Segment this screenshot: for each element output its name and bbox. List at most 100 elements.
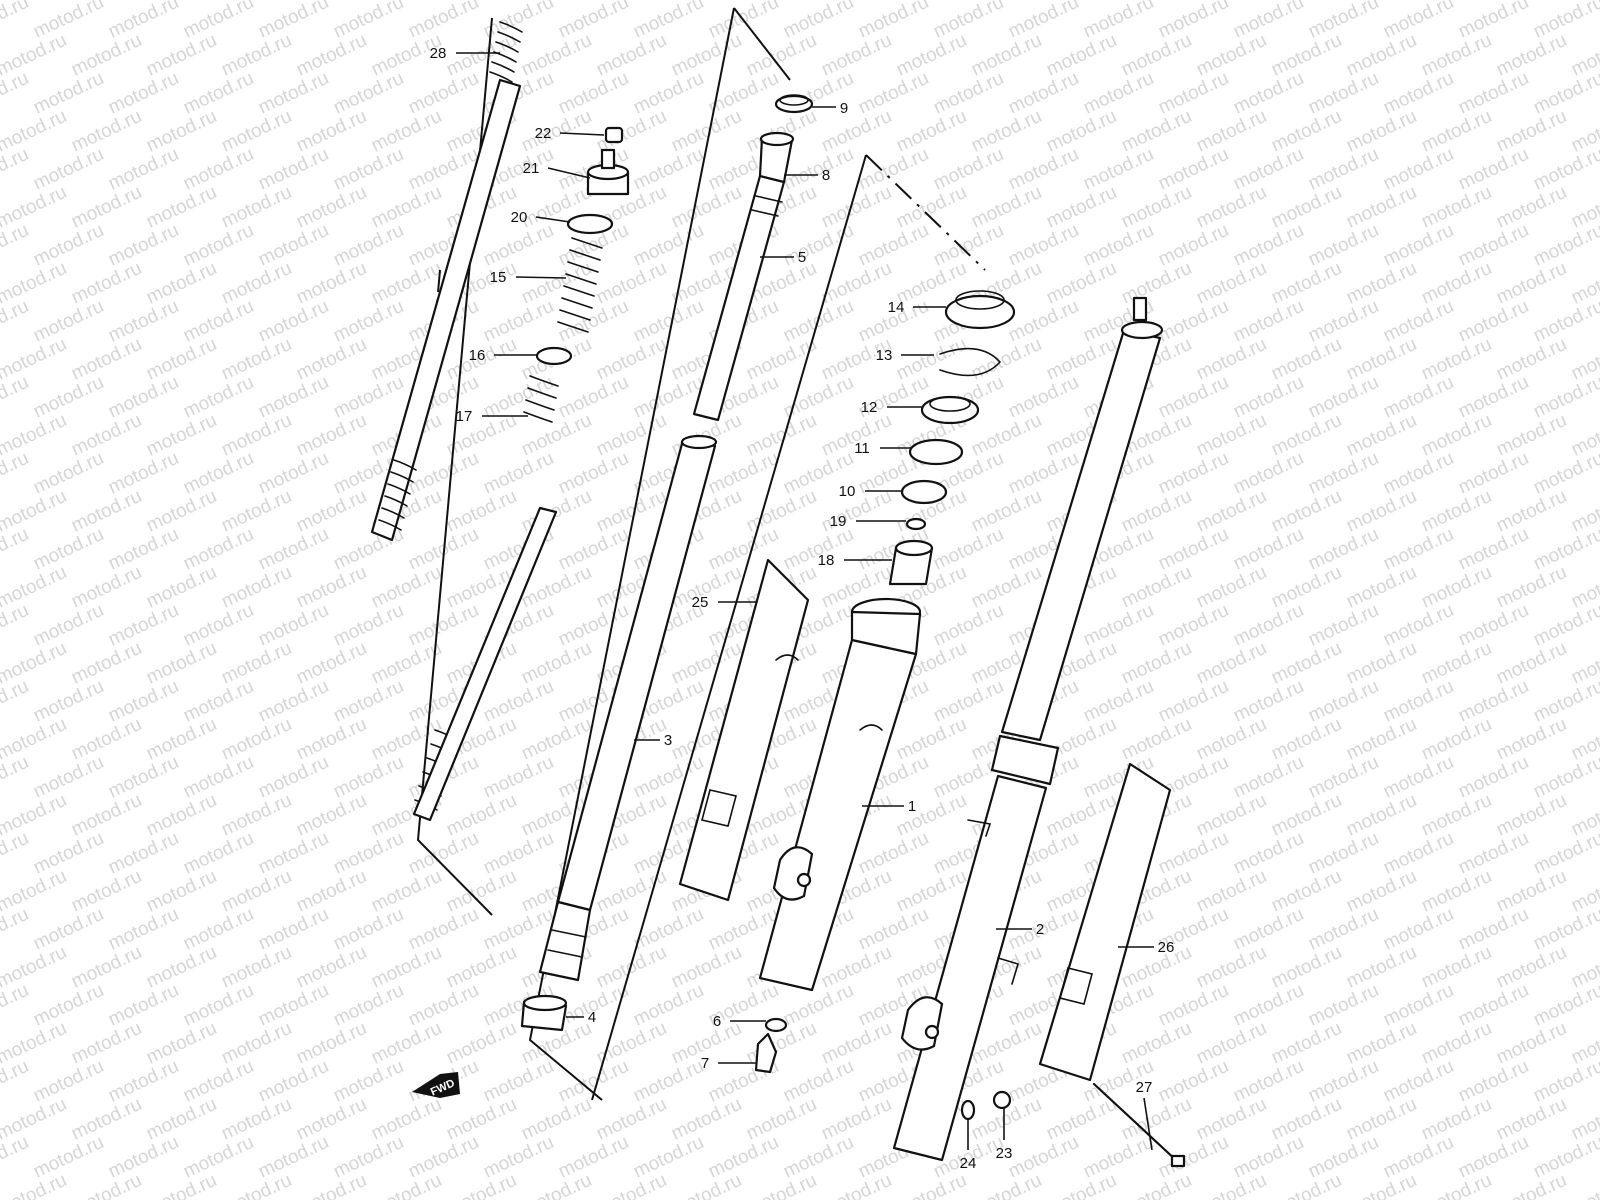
watermark-text: motod.ru [593, 410, 670, 461]
watermark-text: motod.ru [668, 30, 745, 81]
watermark-text: motod.ru [1343, 182, 1420, 233]
watermark-text: motod.ru [1268, 30, 1345, 81]
watermark-text: motod.ru [105, 828, 182, 879]
watermark-text: motod.ru [1005, 296, 1082, 347]
watermark-text: motod.ru [855, 68, 932, 119]
watermark-text: motod.ru [105, 144, 182, 195]
watermark-text: motod.ru [1230, 448, 1307, 499]
watermark-text: motod.ru [1193, 1094, 1270, 1145]
watermark-text: motod.ru [555, 296, 632, 347]
watermark-text: motod.ru [1118, 258, 1195, 309]
callout-leader-line [515, 276, 567, 279]
watermark-text: motod.ru [255, 1056, 332, 1107]
watermark-text: motod.ru [405, 904, 482, 955]
watermark-text: motod.ru [780, 0, 857, 43]
watermark-text: motod.ru [330, 68, 407, 119]
watermark-text: motod.ru [1380, 980, 1457, 1031]
watermark-text: motod.ru [1193, 638, 1270, 689]
watermark-text: motod.ru [1418, 334, 1495, 385]
watermark-text: motod.ru [1343, 942, 1420, 993]
watermark-text: motod.ru [30, 448, 107, 499]
watermark-text: motod.ru [68, 866, 145, 917]
watermark-text: motod.ru [105, 600, 182, 651]
watermark-text: motod.ru [105, 904, 182, 955]
watermark-text: motod.ru [1418, 182, 1495, 233]
watermark-text: motod.ru [1343, 486, 1420, 537]
watermark-text: motod.ru [180, 372, 257, 423]
watermark-text: motod.ru [143, 30, 220, 81]
watermark-text: motod.ru [1493, 714, 1570, 765]
watermark-text: motod.ru [330, 600, 407, 651]
watermark-text: motod.ru [480, 1056, 557, 1107]
watermark-text: motod.ru [180, 600, 257, 651]
watermark-text: motod.ru [1193, 106, 1270, 157]
watermark-text: motod.ru [1455, 68, 1532, 119]
callout-number: 5 [798, 249, 806, 266]
watermark-text: motod.ru [1118, 638, 1195, 689]
callout-18: 18 [818, 552, 892, 569]
watermark-text: motod.ru [1230, 980, 1307, 1031]
watermark-text: motod.ru [1455, 980, 1532, 1031]
watermark-text: motod.ru [330, 220, 407, 271]
watermark-text: motod.ru [1380, 220, 1457, 271]
watermark-text: motod.ru [1193, 334, 1270, 385]
watermark-text: motod.ru [1268, 106, 1345, 157]
watermark-text: motod.ru [855, 0, 932, 43]
watermark-text: motod.ru [1268, 942, 1345, 993]
watermark-text: motod.ru [480, 1132, 557, 1183]
watermark-text: motod.ru [1493, 1094, 1570, 1145]
watermark-text: motod.ru [518, 1094, 595, 1145]
callout-16: 16 [469, 347, 538, 364]
watermark-text: motod.ru [293, 30, 370, 81]
watermark-text: motod.ru [68, 410, 145, 461]
watermark-text: motod.ru [68, 638, 145, 689]
watermark-text: motod.ru [1230, 372, 1307, 423]
watermark-text: motod.ru [593, 30, 670, 81]
watermark-text: motod.ru [30, 904, 107, 955]
watermark-text: motod.ru [1530, 752, 1600, 803]
watermark-text: motod.ru [1268, 1018, 1345, 1069]
watermark-text: motod.ru [255, 220, 332, 271]
watermark-text: motod.ru [968, 410, 1045, 461]
watermark-text: motod.ru [255, 448, 332, 499]
watermark-text: motod.ru [1380, 524, 1457, 575]
watermark-text: motod.ru [1268, 486, 1345, 537]
watermark-text: motod.ru [1418, 30, 1495, 81]
watermark-text: motod.ru [630, 980, 707, 1031]
watermark-text: motod.ru [1418, 410, 1495, 461]
watermark-text: motod.ru [1230, 752, 1307, 803]
watermark-text: motod.ru [1455, 1132, 1532, 1183]
watermark-text: motod.ru [1530, 372, 1600, 423]
watermark-text: motod.ru [143, 866, 220, 917]
assembly-frame-lines [416, 7, 986, 1101]
watermark-text: motod.ru [30, 1056, 107, 1107]
watermark-text: motod.ru [968, 30, 1045, 81]
watermark-text: motod.ru [1230, 296, 1307, 347]
watermark-text: motod.ru [1455, 220, 1532, 271]
watermark-text: motod.ru [1418, 942, 1495, 993]
watermark-text: motod.ru [143, 410, 220, 461]
watermark-text: motod.ru [105, 296, 182, 347]
watermark-text: motod.ru [1305, 1132, 1382, 1183]
watermark-text: motod.ru [1418, 1094, 1495, 1145]
damper-rod-5 [692, 131, 795, 422]
watermark-text: motod.ru [1418, 866, 1495, 917]
watermark-text: motod.ru [368, 1094, 445, 1145]
watermark-text: motod.ru [780, 980, 857, 1031]
watermark-text: motod.ru [1230, 220, 1307, 271]
callout-number: 26 [1158, 939, 1175, 956]
watermark-text: motod.ru [1118, 486, 1195, 537]
watermark-text: motod.ru [1155, 1056, 1232, 1107]
inner-tube-spring-28 [370, 21, 523, 542]
watermark-text: motod.ru [68, 1018, 145, 1069]
watermark-text: motod.ru [1343, 410, 1420, 461]
watermark-text: motod.ru [405, 980, 482, 1031]
watermark-text: motod.ru [1193, 562, 1270, 613]
watermark-text: motod.ru [68, 258, 145, 309]
watermark-text: motod.ru [293, 866, 370, 917]
callout-number: 13 [876, 347, 893, 364]
watermark-text: motod.ru [1193, 182, 1270, 233]
watermark-text: motod.ru [855, 220, 932, 271]
watermark-text: motod.ru [255, 1132, 332, 1183]
callout-4: 4 [566, 1009, 596, 1026]
